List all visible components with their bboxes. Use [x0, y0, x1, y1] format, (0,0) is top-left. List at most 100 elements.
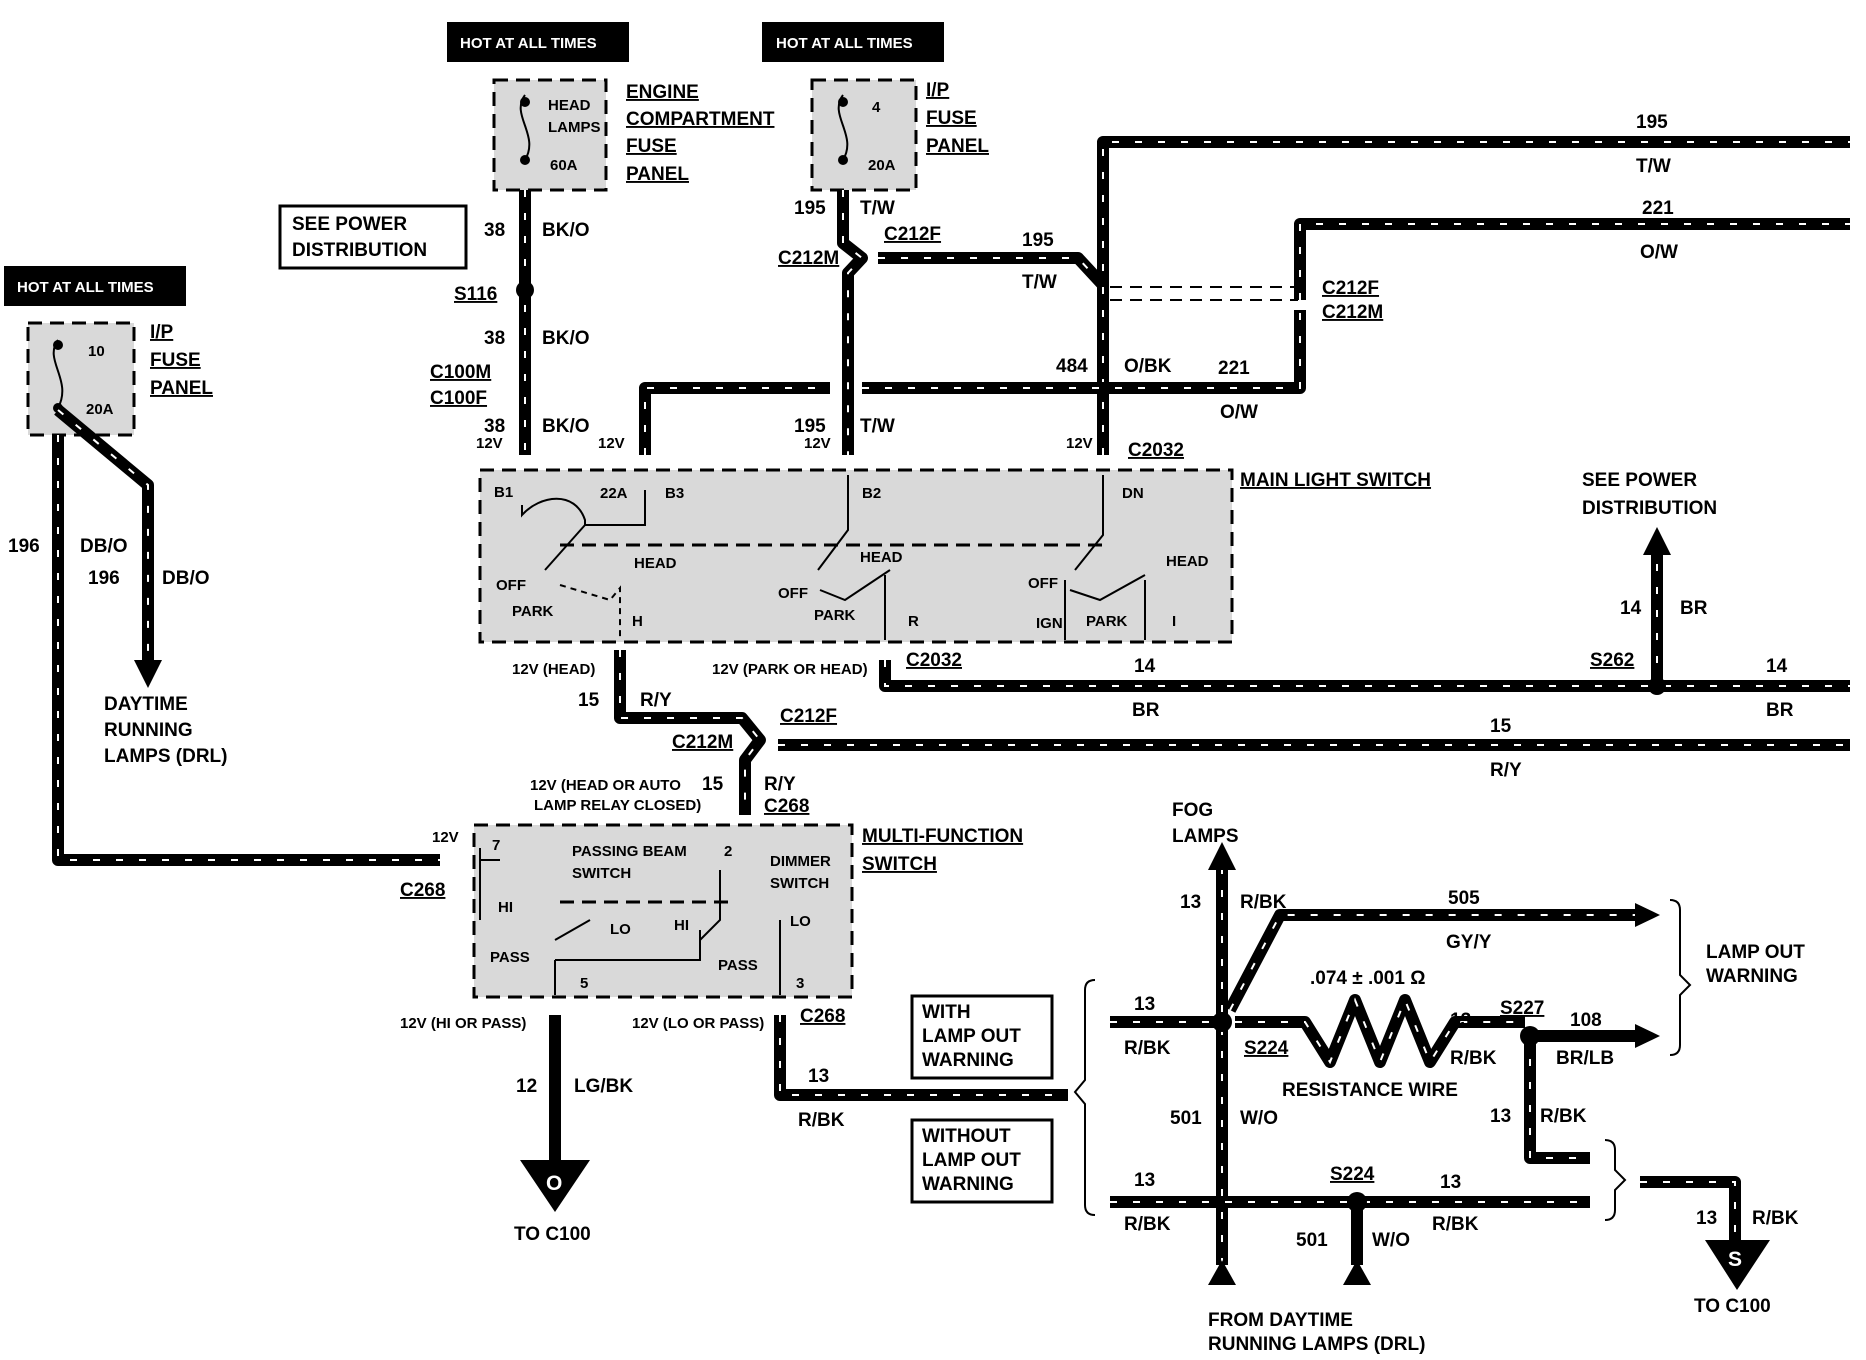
svg-text:FROM DAYTIME: FROM DAYTIME	[1208, 1310, 1353, 1331]
svg-text:FUSE: FUSE	[626, 136, 677, 157]
svg-text:LAMP RELAY CLOSED): LAMP RELAY CLOSED)	[534, 797, 701, 814]
lamp-out-arrow-505	[1635, 903, 1660, 927]
svg-text:T/W: T/W	[860, 198, 895, 219]
svg-text:C268: C268	[400, 880, 445, 901]
svg-text:S262: S262	[1590, 650, 1634, 671]
svg-text:BR: BR	[1680, 598, 1708, 619]
voltage-labels: 12V 12V 12V 12V 12V (HEAD) 12V (PARK OR …	[400, 435, 1093, 1032]
svg-text:PANEL: PANEL	[926, 136, 989, 157]
svg-text:O/BK: O/BK	[1124, 356, 1172, 377]
svg-text:PASS: PASS	[718, 957, 758, 974]
svg-text:SWITCH: SWITCH	[862, 854, 937, 875]
svg-text:DIMMER: DIMMER	[770, 853, 831, 870]
svg-text:LAMPS: LAMPS	[548, 119, 601, 136]
s227-brace	[1604, 1139, 1627, 1221]
svg-text:BR/LB: BR/LB	[1556, 1048, 1614, 1069]
splice-s224-lower	[1347, 1192, 1367, 1212]
svg-text:RUNNING LAMPS (DRL): RUNNING LAMPS (DRL)	[1208, 1334, 1425, 1355]
svg-text:LG/BK: LG/BK	[574, 1076, 633, 1097]
svg-text:R/BK: R/BK	[1432, 1214, 1479, 1235]
wire-13-rbk-lo	[774, 1015, 1068, 1101]
svg-text:B2: B2	[862, 485, 881, 502]
svg-text:12V (HEAD): 12V (HEAD)	[512, 661, 595, 678]
svg-text:PARK: PARK	[814, 607, 856, 624]
svg-text:195: 195	[794, 198, 826, 219]
wire-195-tw-cross	[878, 252, 1108, 290]
svg-text:484: 484	[1056, 356, 1088, 377]
svg-text:S224: S224	[1244, 1038, 1289, 1059]
svg-text:12V (HI OR PASS): 12V (HI OR PASS)	[400, 1015, 526, 1032]
splice-s227	[1520, 1026, 1540, 1046]
svg-text:12V: 12V	[1066, 435, 1093, 452]
drl-feed-arrow-2	[1343, 1260, 1371, 1285]
svg-text:7: 7	[492, 837, 500, 854]
svg-text:O/W: O/W	[1640, 242, 1678, 263]
svg-text:15: 15	[702, 774, 724, 795]
svg-text:H: H	[632, 613, 643, 630]
svg-text:DISTRIBUTION: DISTRIBUTION	[292, 240, 427, 261]
svg-text:38: 38	[484, 220, 505, 241]
svg-text:C212F: C212F	[1322, 278, 1379, 299]
splice-s262	[1648, 677, 1666, 695]
svg-text:B3: B3	[665, 485, 684, 502]
svg-text:12V: 12V	[598, 435, 625, 452]
see-power-arrow	[1643, 527, 1671, 555]
svg-text:R/BK: R/BK	[1540, 1106, 1587, 1127]
svg-text:COMPARTMENT: COMPARTMENT	[626, 109, 775, 130]
svg-text:221: 221	[1642, 198, 1674, 219]
svg-text:196: 196	[88, 568, 120, 589]
svg-text:S: S	[1728, 1248, 1742, 1271]
svg-text:14: 14	[1766, 656, 1788, 677]
svg-text:HOT AT ALL TIMES: HOT AT ALL TIMES	[776, 35, 913, 52]
ip-fuse-4-box: 4 20A I/P FUSE PANEL	[810, 78, 989, 192]
svg-text:195: 195	[1022, 230, 1054, 251]
svg-text:PASS: PASS	[490, 949, 530, 966]
svg-text:HOT AT ALL TIMES: HOT AT ALL TIMES	[17, 279, 154, 296]
svg-text:B1: B1	[494, 484, 513, 501]
svg-text:I: I	[1172, 613, 1176, 630]
svg-text:HI: HI	[674, 917, 689, 934]
svg-text:SEE POWER: SEE POWER	[1582, 470, 1697, 491]
wire-221-ow-top	[1294, 218, 1850, 300]
svg-text:501: 501	[1296, 1230, 1328, 1251]
svg-text:HOT AT ALL TIMES: HOT AT ALL TIMES	[460, 35, 597, 52]
fog-arrow	[1208, 842, 1236, 870]
svg-text:12V (HEAD OR AUTO: 12V (HEAD OR AUTO	[530, 777, 681, 794]
svg-text:5: 5	[580, 975, 588, 992]
svg-text:12V (LO OR PASS): 12V (LO OR PASS)	[632, 1015, 764, 1032]
svg-text:14: 14	[1620, 598, 1642, 619]
svg-text:LAMPS: LAMPS	[1172, 826, 1239, 847]
svg-text:13: 13	[1490, 1106, 1511, 1127]
component-titles: MAIN LIGHT SWITCH MULTI-FUNCTION SWITCH …	[104, 470, 1805, 1355]
svg-text:R/Y: R/Y	[640, 690, 672, 711]
wire-resistance	[1235, 994, 1525, 1068]
hot-badge-ip10: HOT AT ALL TIMES	[4, 266, 186, 306]
svg-text:W/O: W/O	[1372, 1230, 1410, 1251]
svg-text:LAMP OUT: LAMP OUT	[1706, 942, 1805, 963]
svg-text:DB/O: DB/O	[80, 536, 128, 557]
svg-text:14: 14	[1134, 656, 1156, 677]
svg-text:C100F: C100F	[430, 388, 487, 409]
drl-arrow	[134, 660, 162, 688]
wire-195-tw-main	[1097, 136, 1850, 455]
splice-s224-upper	[1212, 1012, 1232, 1032]
svg-text:DB/O: DB/O	[162, 568, 210, 589]
svg-text:15: 15	[578, 690, 600, 711]
svg-text:LO: LO	[790, 913, 811, 930]
svg-text:FUSE: FUSE	[926, 108, 977, 129]
svg-text:R/Y: R/Y	[1490, 760, 1522, 781]
svg-text:195: 195	[1636, 112, 1668, 133]
wire-505-gyy	[1224, 909, 1635, 1013]
svg-text:S227: S227	[1500, 998, 1544, 1019]
to-c100-triangle-s: S	[1705, 1240, 1770, 1290]
svg-text:12: 12	[516, 1076, 537, 1097]
svg-text:BK/O: BK/O	[542, 416, 590, 437]
option-brace-left	[1073, 979, 1096, 1216]
svg-text:38: 38	[484, 416, 505, 437]
wire-196-dbo-drl	[54, 405, 154, 660]
svg-text:3: 3	[796, 975, 804, 992]
wire-15-ry-upper	[614, 650, 766, 815]
svg-text:WITH: WITH	[922, 1002, 971, 1023]
svg-text:BK/O: BK/O	[542, 220, 590, 241]
